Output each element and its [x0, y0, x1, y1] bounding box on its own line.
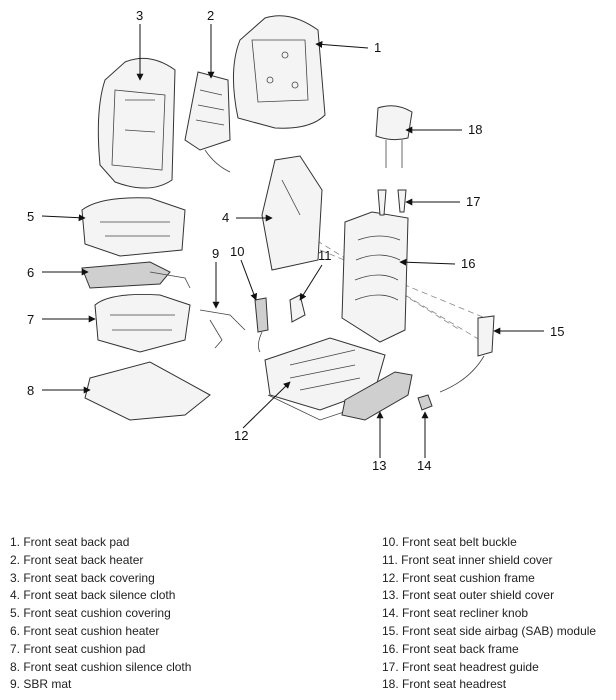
callout-13: 13: [372, 458, 386, 473]
cushion-silence-cloth: [84, 361, 211, 421]
seat-back-pad: [232, 15, 326, 129]
callout-8: 8: [27, 383, 34, 398]
legend-item: 1. Front seat back pad: [10, 535, 130, 549]
callout-9: 9: [212, 246, 219, 261]
sbr-mat: [199, 309, 246, 349]
legend-item: 12. Front seat cushion frame: [382, 570, 535, 585]
exploded-seat-diagram: 3 2 1 4 5 6 7 8 9 10 11 12 13 14 15 16 1…: [27, 8, 564, 473]
callout-1: 1: [374, 40, 381, 55]
callout-numbers: 3 2 1 4 5 6 7 8 9 10 11 12 13 14 15 16 1…: [27, 8, 564, 473]
callout-4: 4: [222, 210, 229, 225]
legend-item: 18. Front seat headrest: [382, 677, 507, 692]
callout-11: 11: [318, 248, 332, 263]
legend-item: 16. Front seat back frame: [382, 641, 519, 656]
legend-item: 17. Front seat headrest guide: [382, 659, 539, 674]
legend-item: 4. Front seat back silence cloth: [10, 588, 176, 603]
callout-16: 16: [461, 256, 475, 271]
cushion-covering: [81, 197, 186, 257]
seat-back-frame: [341, 211, 409, 343]
cushion-heater: [81, 261, 191, 289]
legend-item: 13. Front seat outer shield cover: [382, 588, 555, 603]
legend-item: 7. Front seat cushion pad: [10, 641, 146, 656]
callout-6: 6: [27, 265, 34, 280]
callout-14: 14: [417, 458, 431, 473]
inner-shield-cover: [289, 294, 306, 323]
outer-shield-cover: [341, 371, 413, 421]
legend-item: 11. Front seat inner shield cover: [382, 552, 553, 567]
callout-15: 15: [550, 324, 564, 339]
legend-item: 14. Front seat recliner knob: [382, 606, 529, 621]
side-airbag-module: [439, 315, 495, 393]
legend-item: 10. Front seat belt buckle: [382, 535, 517, 549]
legend-item: 5. Front seat cushion covering: [10, 606, 171, 621]
seat-back-silence-cloth: [261, 155, 323, 271]
seat-belt-buckle: [254, 297, 269, 353]
cushion-pad: [94, 293, 191, 353]
seat-back-covering: [97, 57, 176, 189]
legend-item: 3. Front seat back covering: [10, 570, 155, 585]
headrest: [375, 105, 413, 168]
callout-18: 18: [468, 122, 482, 137]
callout-7: 7: [27, 312, 34, 327]
recliner-knob: [417, 394, 433, 411]
legend-item: 2. Front seat back heater: [10, 552, 144, 567]
legend-item: 6. Front seat cushion heater: [10, 623, 160, 638]
legend-column-left: 1. Front seat back pad 2. Front seat bac…: [10, 534, 310, 694]
callout-17: 17: [466, 194, 480, 209]
legend-column-right: 10. Front seat belt buckle 11. Front sea…: [382, 534, 614, 694]
callout-3: 3: [136, 8, 143, 23]
legend-item: 9. SBR mat: [10, 677, 72, 692]
legend-item: 8. Front seat cushion silence cloth: [10, 659, 192, 674]
callout-2: 2: [207, 8, 214, 23]
callout-12: 12: [234, 428, 248, 443]
headrest-guide: [377, 189, 407, 216]
seat-back-heater: [184, 71, 231, 173]
parts-legend: 1. Front seat back pad 2. Front seat bac…: [0, 534, 616, 700]
callout-10: 10: [230, 244, 244, 259]
callout-5: 5: [27, 209, 34, 224]
leader-lines: [41, 24, 544, 458]
legend-item: 15. Front seat side airbag (SAB) module: [382, 623, 597, 638]
